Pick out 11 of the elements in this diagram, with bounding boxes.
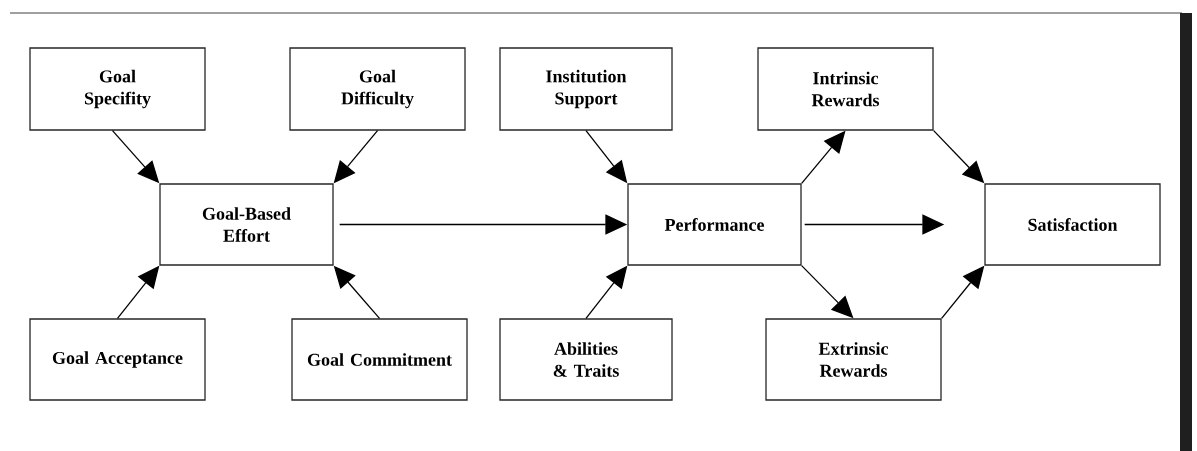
factor-box: Intrinsic Rewards [757,47,934,131]
factor-box: Goal Difficulty [289,47,466,131]
factor-box: Institution Support [499,47,673,131]
factor-box: Goal Commitment [291,318,468,401]
factor-box: Goal Specifity [29,47,206,131]
factor-box: Goal-Based Effort [159,183,334,266]
factor-box: Goal Acceptance [29,318,206,401]
factor-box: Satisfaction [984,183,1161,266]
factor-box: Performance [627,183,802,266]
factor-box: Abilities & Traits [499,318,673,401]
factor-box: Extrinsic Rewards [765,318,942,401]
